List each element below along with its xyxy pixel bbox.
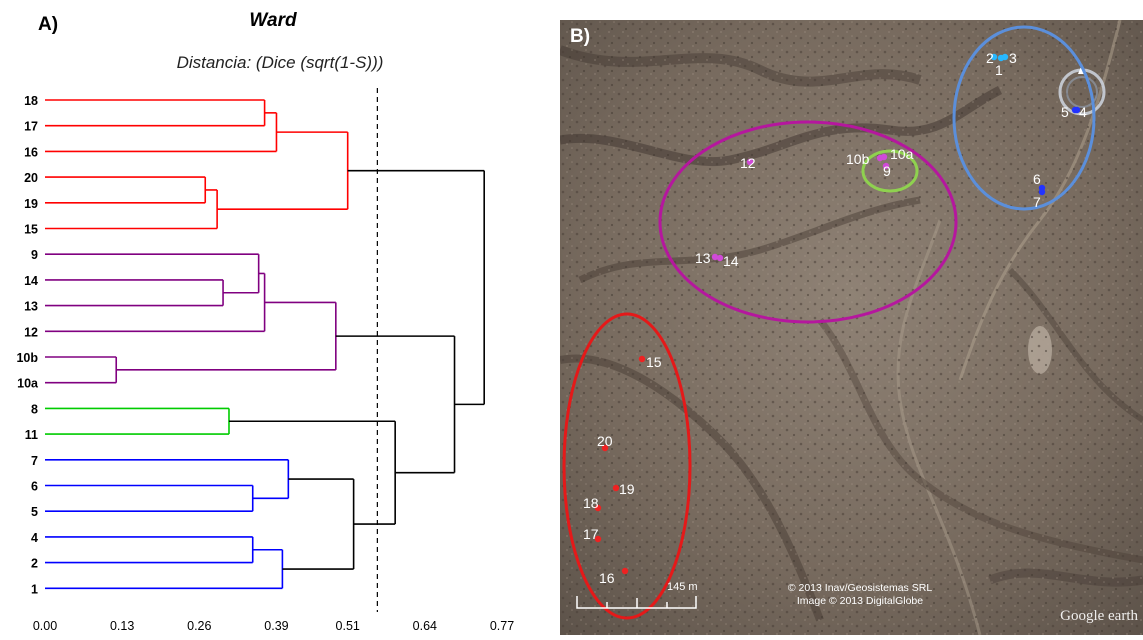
sample-point-marker[interactable] [882,162,890,170]
leaf-label: 12 [24,325,38,339]
dendrogram-branches [45,88,485,612]
x-tick-label: 0.64 [413,619,437,633]
leaf-label: 11 [25,428,38,442]
x-tick-label: 0.00 [33,619,57,633]
sample-point-marker[interactable] [1073,106,1081,114]
leaf-label: 13 [24,300,38,314]
sample-point-label: 18 [583,495,599,511]
copyright-line-2: Image © 2013 DigitalGlobe [797,595,923,607]
leaf-label: 14 [24,274,38,288]
leaf-label: 15 [24,223,38,237]
leaf-label: 7 [31,454,38,468]
x-tick-label: 0.13 [110,619,134,633]
leaf-label: 8 [31,402,38,416]
leaf-label: 16 [24,145,38,159]
sample-point-label: 2 [986,50,994,66]
x-tick-label: 0.77 [490,619,514,633]
sample-point-marker[interactable] [594,535,602,543]
sample-point-label: 13 [695,250,711,266]
sample-point-marker[interactable] [612,484,620,492]
terrain-speckle [560,20,1143,635]
cluster-ellipse-red [562,312,692,620]
sample-point-label: 3 [1009,50,1017,66]
panel-b-label: B) [570,26,590,47]
sample-point-label: 1 [995,62,1003,78]
scale-bar-label: 145 m [667,581,698,593]
sample-point-marker[interactable] [638,355,646,363]
leaf-label: 18 [24,94,38,108]
sample-point-label: 15 [646,354,662,370]
google-earth-logo: Google earth [1060,608,1138,624]
leaf-label: 9 [31,248,38,262]
panel-a-label: A) [38,14,58,35]
cluster-ellipse-purple [658,120,958,324]
leaf-label: 1 [31,582,38,596]
leaf-label: 2 [31,557,38,571]
dendrogram-panel: A) Ward Distancia: (Dice (sqrt(1-S))) 18… [0,0,555,635]
sample-point-label: 20 [597,433,613,449]
leaf-label: 10a [17,377,39,391]
x-axis-ticks: 0.00 0.13 0.26 0.39 0.51 0.64 0.77 [33,619,514,633]
chart-title: Ward [249,10,297,31]
x-tick-label: 0.39 [264,619,288,633]
leaf-labels: 18 17 16 20 19 15 9 14 13 12 10b 10a 8 11 7 6 5 4 2 1 [16,94,39,596]
sample-point-label: 9 [883,163,891,179]
sample-point-marker[interactable] [601,444,609,452]
sample-point-marker[interactable] [990,53,998,61]
sample-point-marker[interactable] [711,253,719,261]
sample-point-label: 10b [846,151,870,167]
x-tick-label: 0.26 [187,619,211,633]
leaf-label: 6 [31,480,38,494]
leaf-label: 19 [24,197,38,211]
sample-point-label: 19 [619,481,635,497]
leaf-label: 10b [16,351,38,365]
sample-point-label: 14 [723,253,739,269]
leaf-label: 20 [24,171,38,185]
x-tick-label: 0.51 [336,619,360,633]
leaf-label: 4 [31,531,38,545]
sample-point-label: 6 [1033,171,1041,187]
sample-point-label: 5 [1061,104,1069,120]
sample-point-marker[interactable] [746,158,754,166]
sample-point-marker[interactable] [997,54,1005,62]
leaf-label: 17 [24,120,38,134]
sample-point-marker[interactable] [1038,188,1046,196]
dendrogram-chart: A) Ward Distancia: (Dice (sqrt(1-S))) 18… [16,10,514,633]
sample-point-marker[interactable] [716,254,724,262]
sample-point-label: 16 [599,570,615,586]
sample-point-marker[interactable] [880,153,888,161]
copyright-line-1: © 2013 Inav/Geosistemas SRL [788,582,932,594]
sample-point-marker[interactable] [621,567,629,575]
sample-point-label: 10a [890,146,914,162]
scale-bar: 145 m [576,581,698,609]
sample-point-label: 4 [1079,104,1087,120]
leaf-label: 5 [31,505,38,519]
sample-point-label: 17 [583,526,599,542]
sample-point-label: 7 [1033,194,1041,210]
sample-point-marker[interactable] [594,504,602,512]
cluster-ellipse-blue [952,25,1096,211]
sample-point-label: 12 [740,155,756,171]
chart-subtitle: Distancia: (Dice (sqrt(1-S))) [177,53,384,72]
cluster-ellipse-green [861,149,919,193]
